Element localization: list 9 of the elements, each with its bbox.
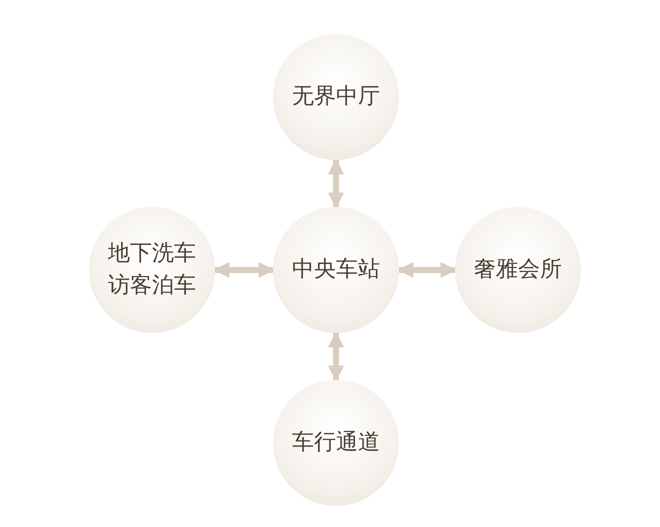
- node-label: 奢雅会所: [473, 256, 563, 284]
- double-arrow: [328, 331, 344, 382]
- node-label: 中央车站: [291, 256, 381, 284]
- double-arrow: [397, 262, 457, 278]
- double-arrow: [213, 262, 275, 278]
- node-label: 车行通道: [291, 429, 381, 457]
- node-label: 无界中厅: [291, 83, 381, 111]
- double-arrow: [328, 158, 344, 209]
- node-label: 地下洗车访客泊车: [107, 240, 197, 300]
